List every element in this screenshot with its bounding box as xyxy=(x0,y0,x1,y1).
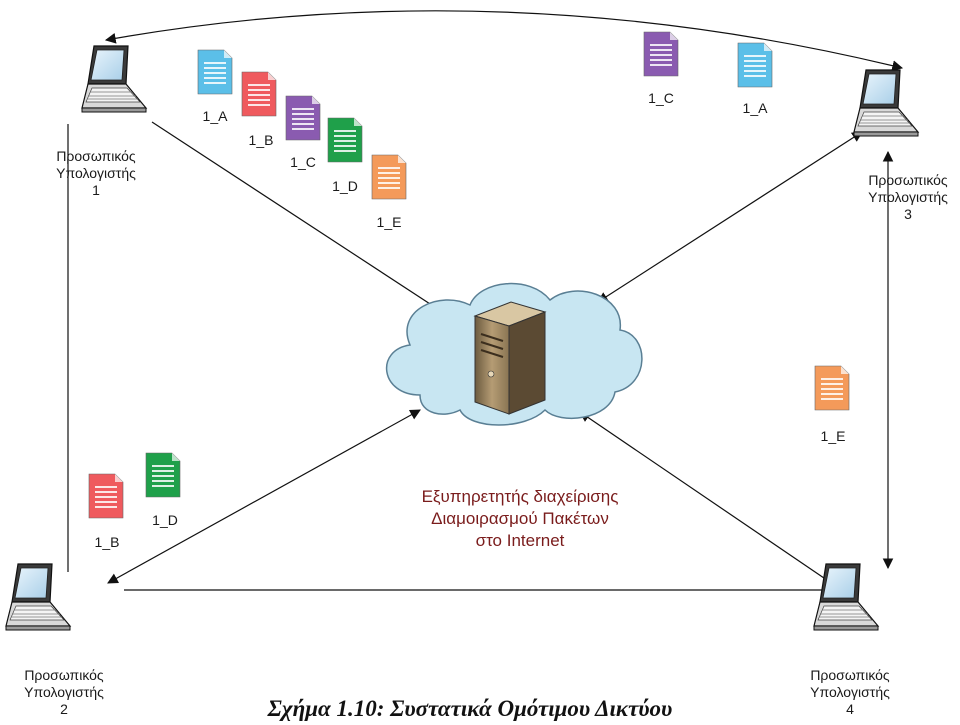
pc-label-number: 2 xyxy=(60,701,68,717)
pc-label-number: 3 xyxy=(904,206,912,222)
document-label: 1_E xyxy=(820,428,846,444)
laptop-icon-pc4 xyxy=(813,563,879,631)
laptop-icon-pc1 xyxy=(81,45,147,113)
document-label: 1_A xyxy=(742,100,768,116)
pc-label-line: Υπολογιστής xyxy=(24,684,104,700)
pc-label-line: Υπολογιστής xyxy=(56,165,136,181)
document-label: 1_C xyxy=(290,154,316,170)
pc-label-line: Υπολογιστής xyxy=(810,684,890,700)
link-pc1-pc3 xyxy=(104,10,904,71)
server-icon xyxy=(473,301,547,415)
document-label: 1_B xyxy=(248,132,274,148)
document-icon xyxy=(285,95,321,141)
pc-label: Προσωπικός Υπολογιστής 1 xyxy=(26,148,166,199)
document-icon xyxy=(737,42,773,88)
pc-label-number: 4 xyxy=(846,701,854,717)
pc-label: Προσωπικός Υπολογιστής 3 xyxy=(838,172,960,223)
document-label: 1_B xyxy=(94,534,120,550)
document-icon xyxy=(197,49,233,95)
document-icon xyxy=(371,154,407,200)
server-label-line: Εξυπηρετητής διαχείρισης xyxy=(421,487,619,506)
pc-label-line: Προσωπικός xyxy=(868,172,948,188)
document-icon xyxy=(145,452,181,498)
document-label: 1_A xyxy=(202,108,228,124)
document-icon xyxy=(814,365,850,411)
pc-label: Προσωπικός Υπολογιστής 4 xyxy=(780,667,920,718)
document-label: 1_E xyxy=(376,214,402,230)
laptop-icon-pc2 xyxy=(5,563,71,631)
document-icon xyxy=(643,31,679,77)
document-icon xyxy=(241,71,277,117)
pc-label: Προσωπικός Υπολογιστής 2 xyxy=(0,667,134,718)
document-label: 1_C xyxy=(648,90,674,106)
document-icon xyxy=(88,473,124,519)
laptop-icon-pc3 xyxy=(853,69,919,137)
figure-caption: Σχήμα 1.10: Συστατικά Ομότιμου Δικτύου xyxy=(267,696,673,721)
server-label-line: Διαμοιρασμού Πακέτων xyxy=(431,509,609,528)
document-label: 1_D xyxy=(152,512,178,528)
link-pc1-server xyxy=(151,121,451,318)
pc-label-line: Προσωπικός xyxy=(810,667,890,683)
server-label: Εξυπηρετητής διαχείρισης Διαμοιρασμού Πα… xyxy=(380,486,660,552)
document-label: 1_D xyxy=(332,178,358,194)
pc-label-line: Προσωπικός xyxy=(24,667,104,683)
link-server-pc4 xyxy=(579,411,847,594)
server-label-line: στο Internet xyxy=(475,531,565,550)
link-pc2-server xyxy=(107,409,421,584)
pc-label-number: 1 xyxy=(92,182,100,198)
link-pc3-server xyxy=(597,131,863,303)
pc-label-line: Προσωπικός xyxy=(56,148,136,164)
document-icon xyxy=(327,117,363,163)
pc-label-line: Υπολογιστής xyxy=(868,189,948,205)
